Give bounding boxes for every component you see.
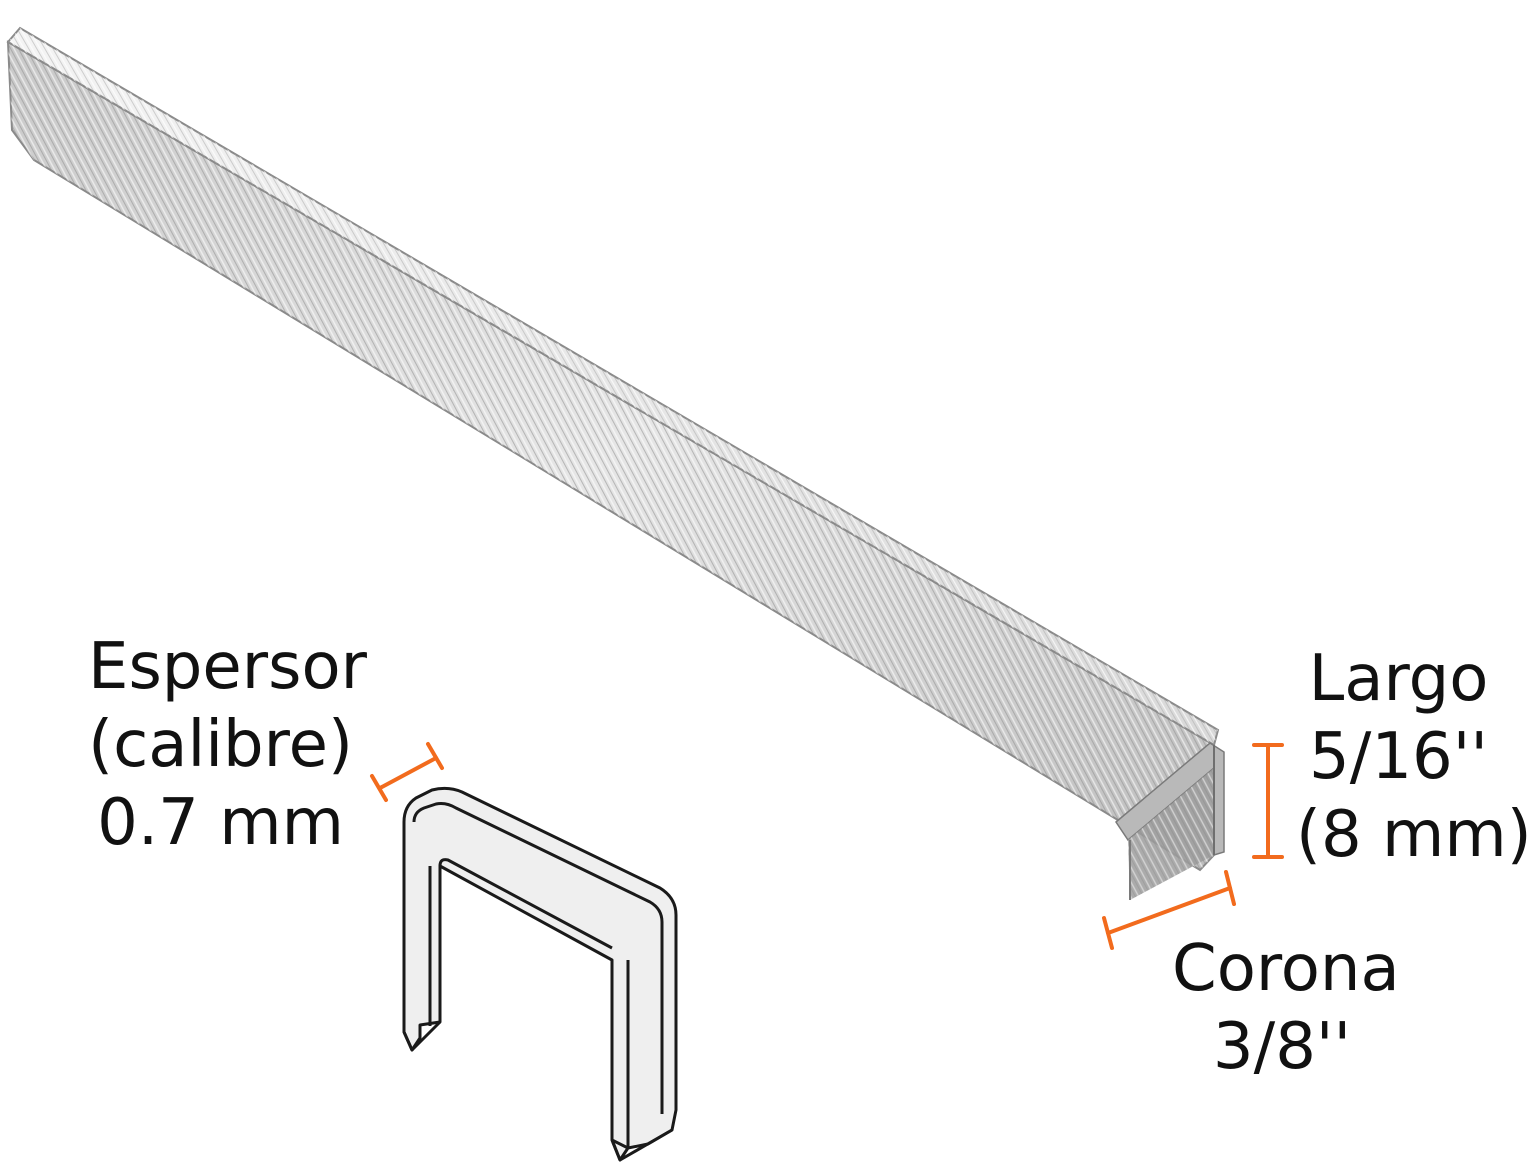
- thickness-subtitle: (calibre): [88, 708, 353, 782]
- crown-title: Corona: [1172, 932, 1400, 1006]
- staple-strip: [6, 26, 1225, 900]
- thickness-title: Espersor: [88, 630, 367, 704]
- thickness-label: Espersor (calibre) 0.7 mm: [88, 628, 367, 862]
- crown-value: 3/8'': [1212, 1010, 1352, 1084]
- single-staple-drawing: [402, 786, 678, 1162]
- thickness-dimension-marker: [370, 742, 444, 802]
- staple-illustration: [6, 26, 1284, 1162]
- thickness-value: 0.7 mm: [97, 786, 344, 860]
- length-title: Largo: [1308, 642, 1489, 716]
- length-value-inches: 5/16'': [1309, 720, 1488, 794]
- length-dimension-marker: [1252, 743, 1284, 859]
- crown-dimension-marker: [1102, 870, 1236, 950]
- length-label: Largo 5/16'' (8 mm): [1296, 640, 1532, 874]
- crown-label: Corona 3/8'': [1172, 930, 1400, 1086]
- product-figure: Espersor (calibre) 0.7 mm Largo 5/16'' (…: [6, 26, 1532, 1162]
- length-value-mm: (8 mm): [1296, 798, 1532, 872]
